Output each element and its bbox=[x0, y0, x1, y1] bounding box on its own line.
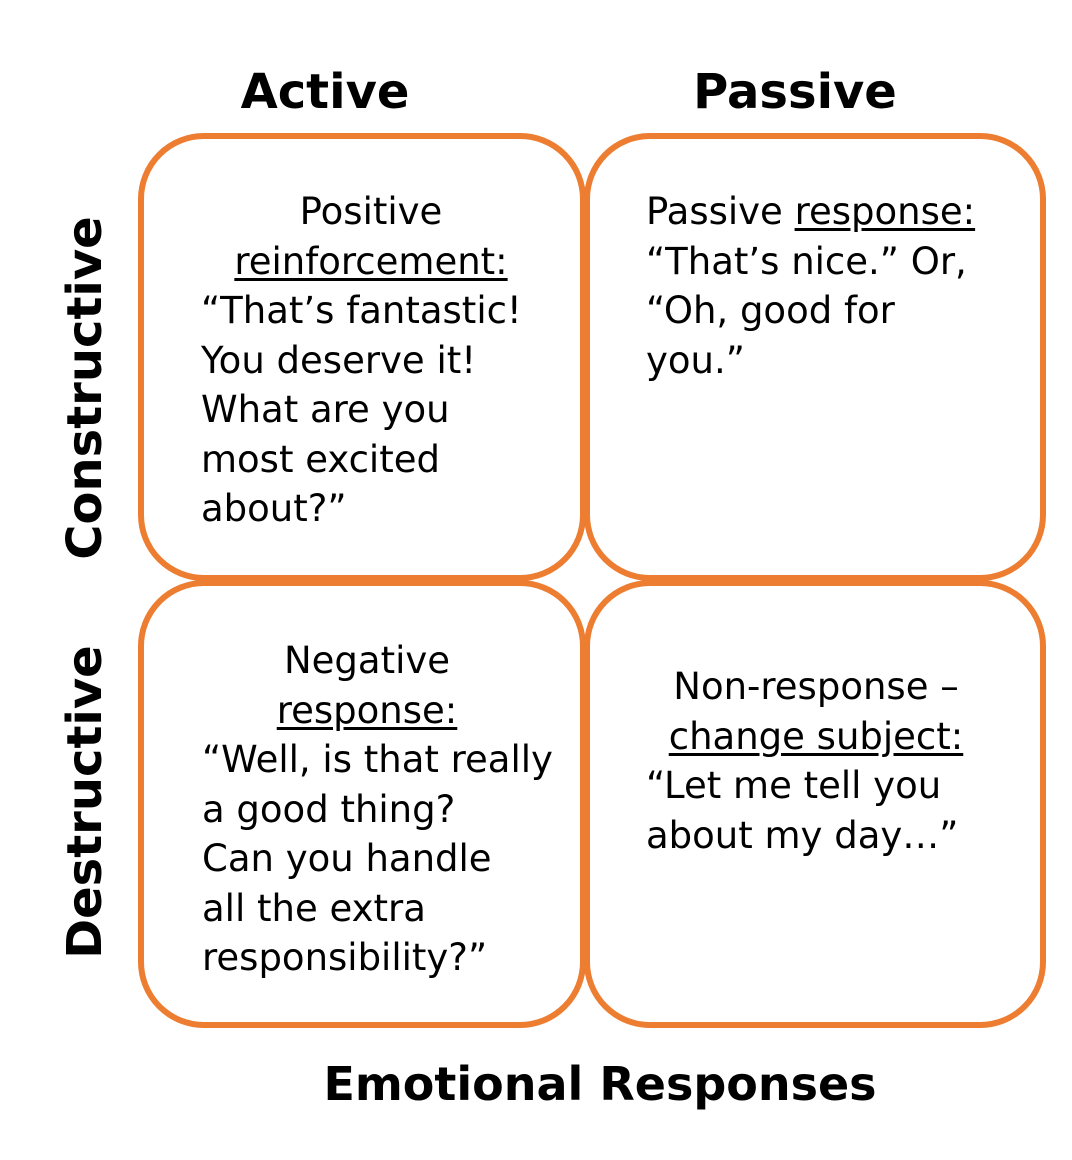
cell-active-constructive: Positive reinforcement: “That’s fantasti… bbox=[138, 133, 586, 581]
cell-line: You deserve it! bbox=[201, 338, 477, 382]
cell-line: What are you bbox=[201, 388, 450, 431]
cell-line: you.” bbox=[646, 338, 745, 382]
cell-heading: Positive bbox=[299, 190, 443, 233]
cell-text: Negative response: “Well, is that really… bbox=[202, 636, 562, 983]
cell-line: all the extra bbox=[202, 886, 426, 930]
cell-line: “That’s fantastic! bbox=[201, 289, 522, 332]
cell-line: responsibility?” bbox=[202, 936, 488, 979]
cell-text: Non-response – change subject: “Let me t… bbox=[646, 662, 1006, 860]
cell-line: “Let me tell you bbox=[646, 764, 942, 807]
cell-heading: Non-response – bbox=[673, 665, 959, 708]
diagram-title: Emotional Responses bbox=[323, 1057, 877, 1111]
cell-heading-underlined: change subject: bbox=[646, 712, 986, 762]
cell-line: “Well, is that really bbox=[202, 738, 553, 781]
cell-heading-underlined: response: bbox=[202, 686, 532, 736]
cell-line: most excited bbox=[201, 437, 440, 481]
cell-heading-label: reinforcement: bbox=[234, 239, 508, 283]
cell-line: about?” bbox=[201, 487, 347, 530]
column-header-passive: Passive bbox=[693, 64, 897, 120]
row-header-destructive: Destructive bbox=[57, 645, 113, 959]
cell-heading-label: response: bbox=[276, 688, 458, 732]
cell-heading: Negative bbox=[283, 639, 451, 682]
cell-heading-underlined: reinforcement: bbox=[201, 237, 541, 287]
cell-line: Can you handle bbox=[202, 837, 492, 880]
cell-passive-constructive: Passive response: “That’s nice.” Or, “Oh… bbox=[584, 133, 1046, 581]
cell-line: about my day…” bbox=[646, 813, 959, 857]
cell-passive-destructive: Non-response – change subject: “Let me t… bbox=[584, 580, 1046, 1028]
cell-text: Positive reinforcement: “That’s fantasti… bbox=[201, 187, 541, 534]
cell-heading: Passive response: bbox=[646, 187, 1006, 237]
cell-text: Passive response: “That’s nice.” Or, “Oh… bbox=[646, 187, 1006, 385]
row-header-constructive: Constructive bbox=[57, 216, 113, 560]
cell-heading-label: change subject: bbox=[668, 714, 964, 758]
cell-line: “Oh, good for bbox=[646, 289, 895, 332]
column-header-active: Active bbox=[240, 64, 410, 120]
cell-line: a good thing? bbox=[202, 787, 456, 831]
cell-heading-plain: Passive bbox=[646, 190, 795, 233]
cell-line: “That’s nice.” Or, bbox=[646, 239, 967, 283]
cell-active-destructive: Negative response: “Well, is that really… bbox=[138, 580, 586, 1028]
cell-heading-underlined: response: bbox=[794, 190, 976, 233]
